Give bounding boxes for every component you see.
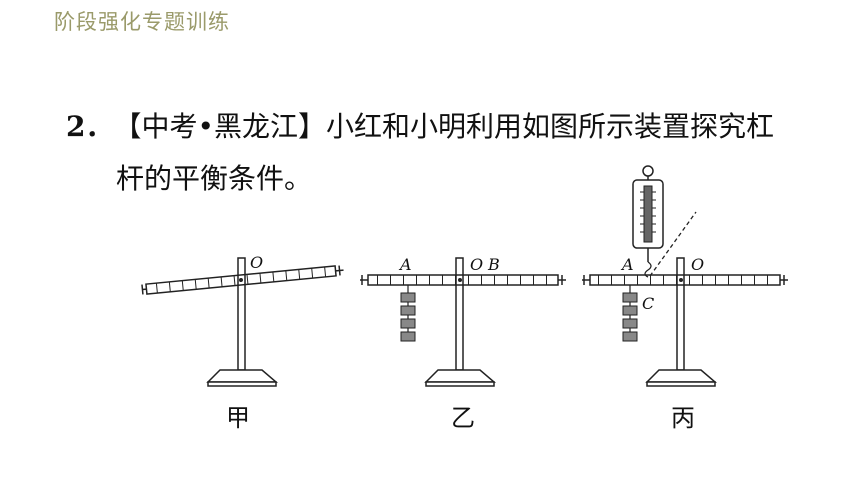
dashed-line	[649, 211, 697, 277]
spring-scale	[632, 165, 664, 278]
label-o: O	[691, 255, 704, 274]
section-header: 阶段强化专题训练	[54, 10, 230, 34]
stand	[645, 257, 718, 387]
stand	[424, 257, 497, 387]
label-b: B	[487, 255, 500, 274]
caption-bing: 丙	[671, 404, 695, 432]
label-a: A	[620, 255, 634, 274]
caption-jia: 甲	[226, 404, 250, 432]
question-text: 2． 【中考•黑龙江】小红和小明利用如图所示装置探究杠 杆的平衡条件。	[66, 101, 774, 205]
label-a: A	[398, 255, 412, 274]
lever-bar	[141, 265, 344, 295]
label-o: O	[470, 255, 483, 274]
label-o: O	[250, 253, 263, 272]
question-line-1: 【中考•黑龙江】小红和小明利用如图所示装置探究杠	[127, 110, 775, 143]
label-c: C	[642, 294, 654, 313]
figure-jia: O	[141, 253, 344, 387]
hanging-weights	[622, 285, 638, 342]
figure-yi: A O B	[360, 255, 566, 387]
question-line-2: 杆的平衡条件。	[116, 162, 313, 195]
lever-bar	[360, 274, 566, 286]
lever-bar	[582, 274, 788, 286]
stand	[206, 257, 279, 387]
figure-bing: A O C	[582, 165, 788, 387]
caption-yi: 乙	[451, 404, 475, 432]
question-number: 2．	[66, 110, 114, 143]
hanging-weights	[400, 285, 416, 342]
